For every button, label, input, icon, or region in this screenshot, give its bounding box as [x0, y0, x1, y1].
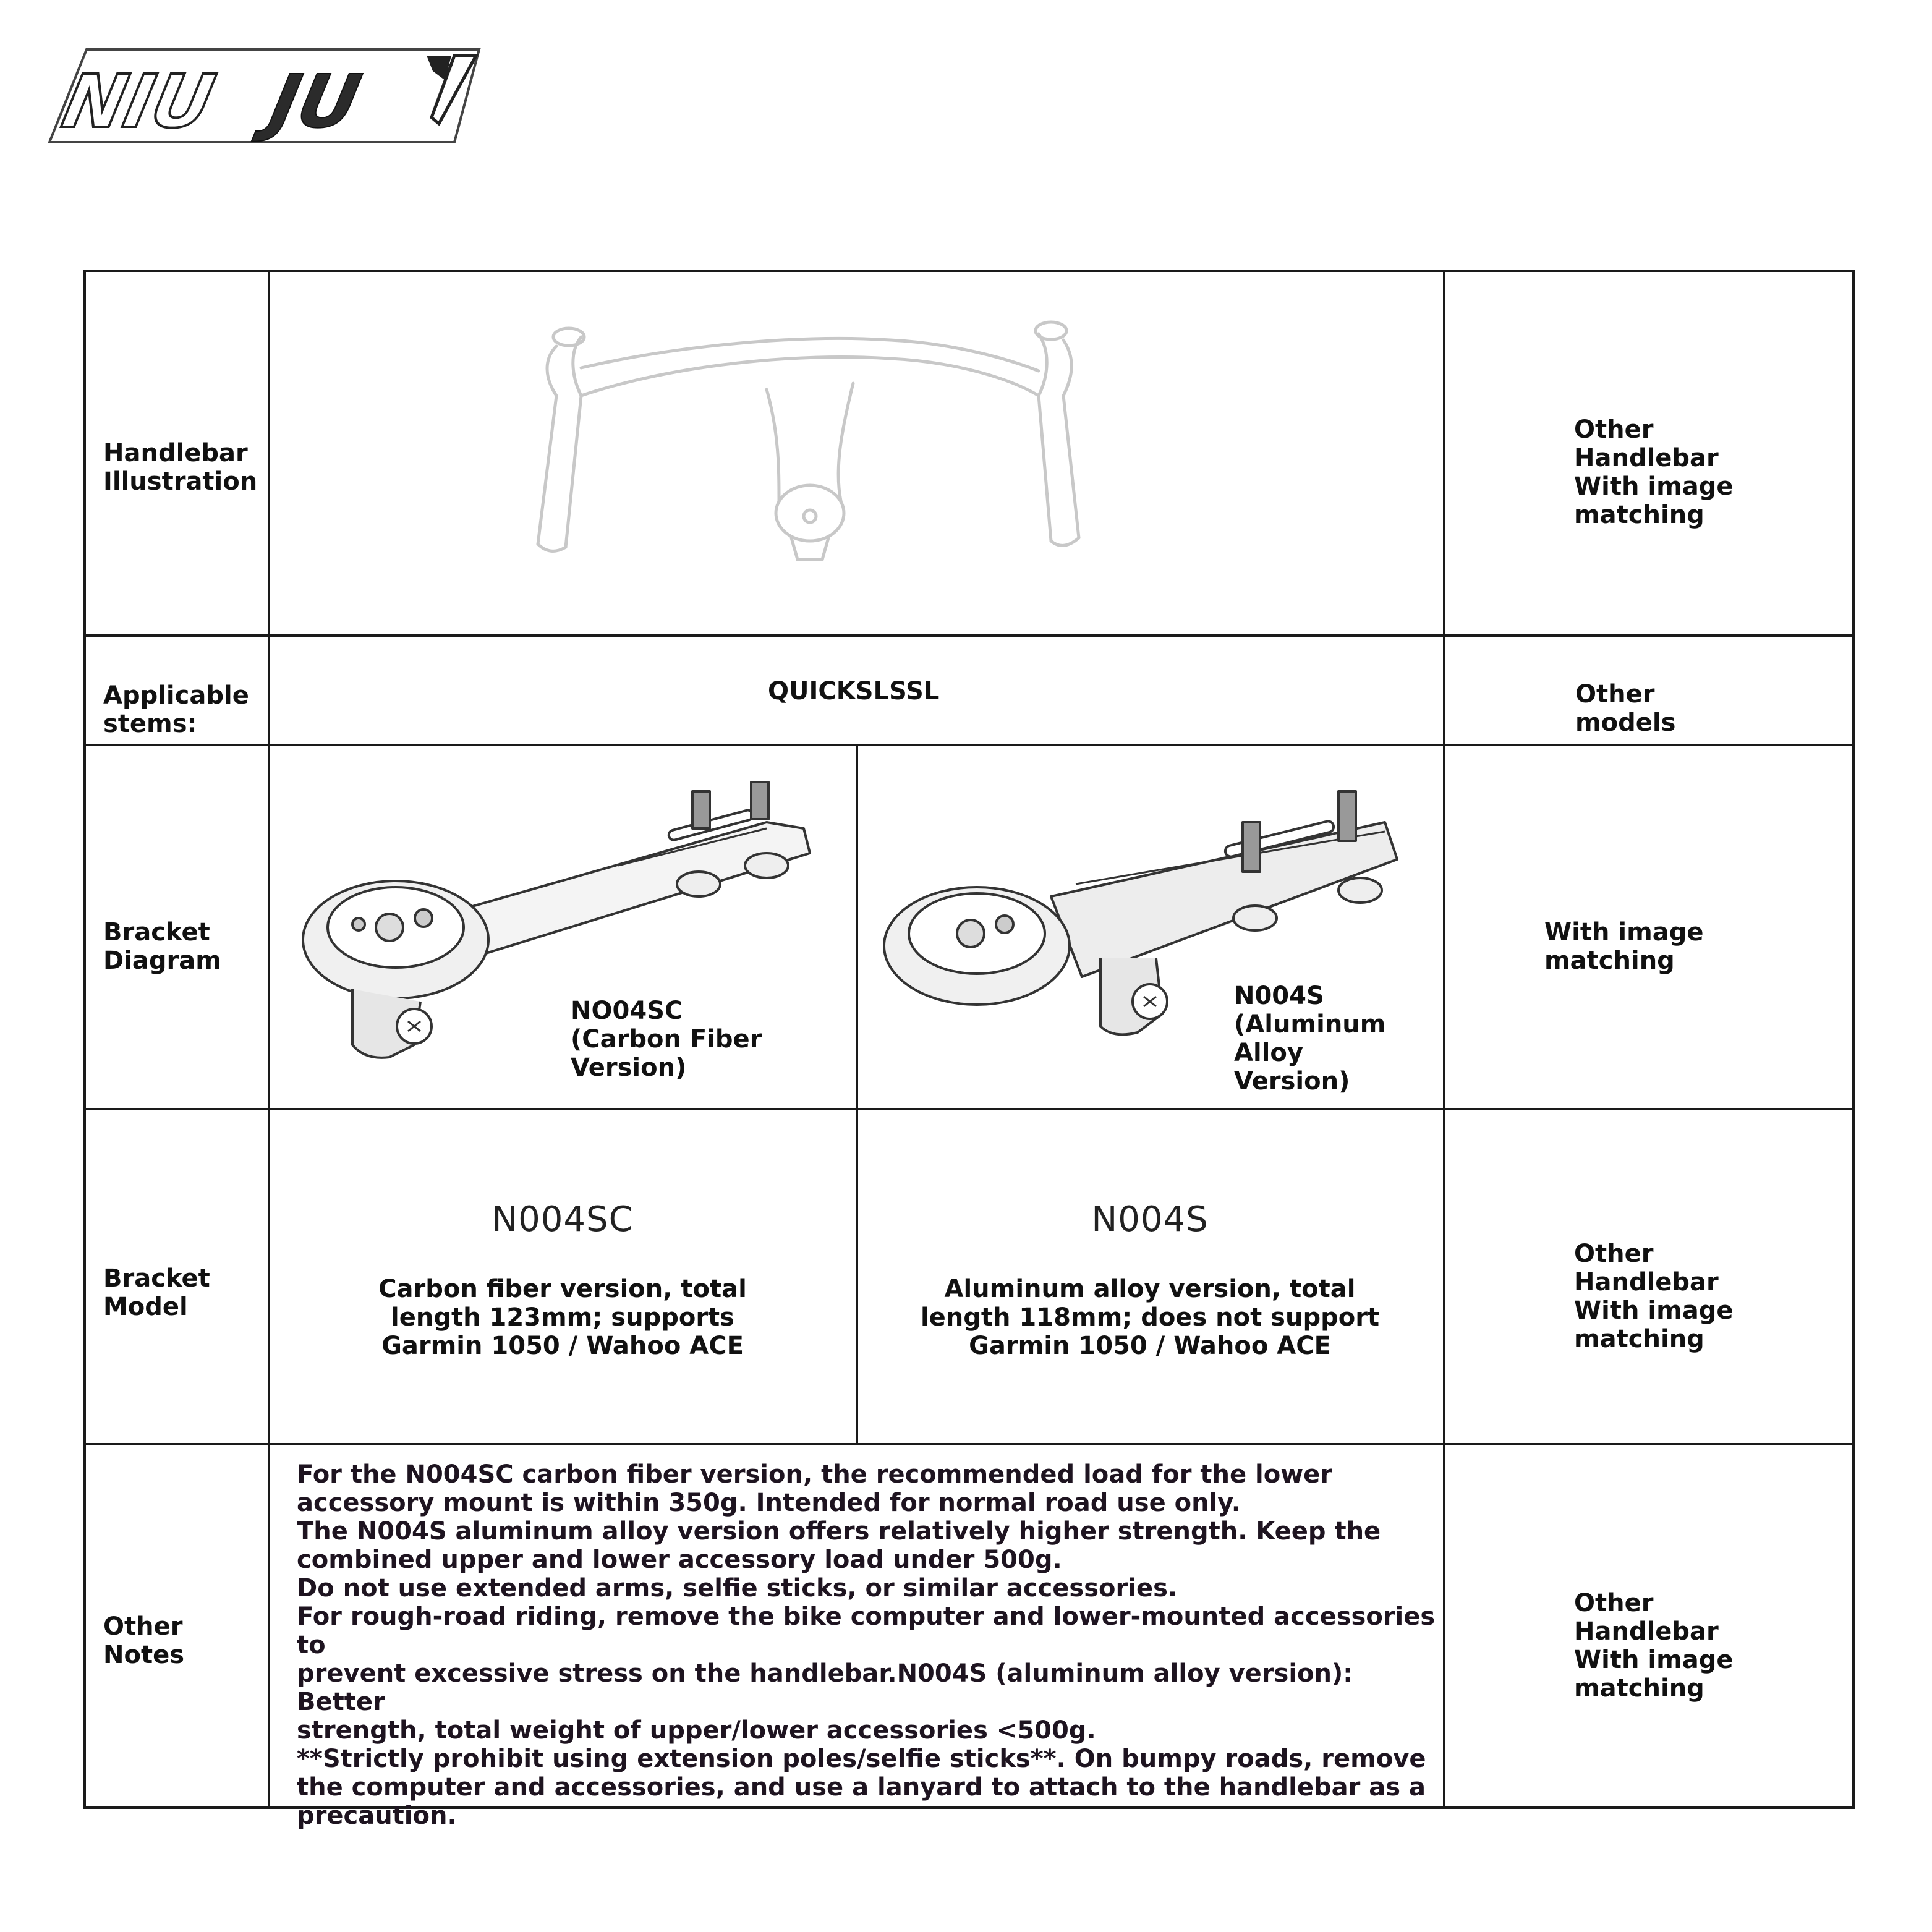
- diagram-right-caption: N004S (Aluminum Alloy Version): [1234, 982, 1386, 1096]
- handlebar-row-label: Handlebar Illustration: [103, 439, 258, 496]
- handlebar-row-side: Other Handlebar With image matching: [1574, 415, 1734, 529]
- model-left-desc: Carbon fiber version, total length 123mm…: [378, 1275, 747, 1360]
- brand-logo: NIU JU: [43, 43, 488, 148]
- diagram-row-side: With image matching: [1544, 918, 1704, 975]
- diagram-row-label: Bracket Diagram: [103, 918, 221, 975]
- logo-ju-text: JU: [250, 59, 367, 144]
- notes-row-label: Other Notes: [103, 1612, 185, 1669]
- handlebar-illustration: [536, 320, 1081, 561]
- brand-logo-graphic: NIU JU: [48, 48, 481, 146]
- bracket-carbon-drawing: [302, 781, 811, 1059]
- stems-row-side: Other models: [1575, 680, 1676, 737]
- model-left-code: N004SC: [492, 1199, 634, 1240]
- logo-niu-text: NIU: [56, 59, 221, 144]
- model-right-code: N004S: [1091, 1199, 1209, 1240]
- model-right-desc: Aluminum alloy version, total length 118…: [920, 1275, 1380, 1360]
- notes-row-side: Other Handlebar With image matching: [1574, 1589, 1734, 1703]
- stems-row-label: Applicable stems:: [103, 681, 249, 738]
- bracket-aluminum-drawing: [883, 790, 1398, 1036]
- model-row-label: Bracket Model: [103, 1264, 210, 1321]
- notes-text: For the N004SC carbon fiber version, the…: [297, 1460, 1436, 1830]
- stems-value: QUICKSLSSL: [768, 677, 940, 705]
- diagram-left-caption: NO04SC (Carbon Fiber Version): [571, 997, 762, 1082]
- model-row-side: Other Handlebar With image matching: [1574, 1240, 1734, 1353]
